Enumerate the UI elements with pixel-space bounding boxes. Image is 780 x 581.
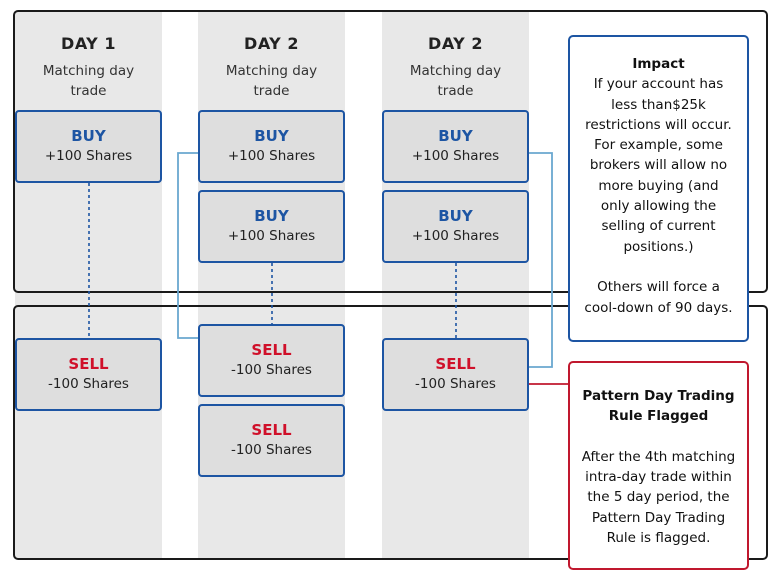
impact-line: For example, some <box>594 137 723 154</box>
share-quantity: -100 Shares <box>231 442 312 458</box>
sell-label: SELL <box>435 355 476 373</box>
buy-box: BUY +100 Shares <box>198 110 345 183</box>
buy-label: BUY <box>254 207 289 225</box>
impact-line: more buying (and <box>598 177 719 194</box>
share-quantity: -100 Shares <box>415 376 496 392</box>
impact-line: less than$25k <box>611 96 706 113</box>
column-bg-day2-b <box>382 12 529 558</box>
impact-line: selling of current <box>601 218 716 235</box>
impact-line: only allowing the <box>600 198 717 215</box>
buy-box: BUY +100 Shares <box>15 110 162 183</box>
share-quantity: +100 Shares <box>227 148 316 164</box>
sell-box: SELL -100 Shares <box>198 324 345 397</box>
impact-note: Impact If your account has less than$25k… <box>568 35 749 342</box>
share-quantity: -100 Shares <box>231 362 312 378</box>
impact-line: cool-down of 90 days. <box>584 299 733 316</box>
share-quantity: +100 Shares <box>411 148 500 164</box>
impact-line: restrictions will occur. <box>585 116 732 133</box>
buy-label: BUY <box>438 207 473 225</box>
day2b-bracket <box>529 152 553 368</box>
sell-box: SELL -100 Shares <box>15 338 162 411</box>
sell-box: SELL -100 Shares <box>382 338 529 411</box>
flagged-line: intra-day trade within <box>585 469 732 486</box>
day2a-bracket <box>177 152 199 339</box>
buy-box: BUY +100 Shares <box>198 190 345 263</box>
share-quantity: +100 Shares <box>227 228 316 244</box>
impact-line: brokers will allow no <box>589 157 728 174</box>
buy-label: BUY <box>438 127 473 145</box>
sell-label: SELL <box>251 421 292 439</box>
buy-label: BUY <box>71 127 106 145</box>
buy-label: BUY <box>254 127 289 145</box>
buy-box: BUY +100 Shares <box>382 190 529 263</box>
share-quantity: +100 Shares <box>411 228 500 244</box>
top-frame <box>13 10 768 293</box>
sell-box: SELL -100 Shares <box>198 404 345 477</box>
flagged-line: Rule is flagged. <box>606 530 711 547</box>
day-label: DAY 2 <box>244 34 299 53</box>
sell-label: SELL <box>251 341 292 359</box>
impact-title: Impact <box>632 56 685 72</box>
impact-line: positions.) <box>623 238 694 255</box>
impact-line: Others will force a <box>597 279 720 296</box>
bottom-frame <box>13 305 768 560</box>
sell-label: SELL <box>68 355 109 373</box>
impact-line <box>570 257 747 277</box>
share-quantity: -100 Shares <box>48 376 129 392</box>
day-label: DAY 2 <box>428 34 483 53</box>
flagged-line: the 5 day period, the <box>587 489 730 506</box>
share-quantity: +100 Shares <box>44 148 133 164</box>
day-label: DAY 1 <box>61 34 116 53</box>
buy-box: BUY +100 Shares <box>382 110 529 183</box>
impact-line: If your account has <box>593 76 724 93</box>
flagged-line: Pattern Day Trading <box>591 509 726 526</box>
flagged-line: After the 4th matching <box>581 448 736 465</box>
